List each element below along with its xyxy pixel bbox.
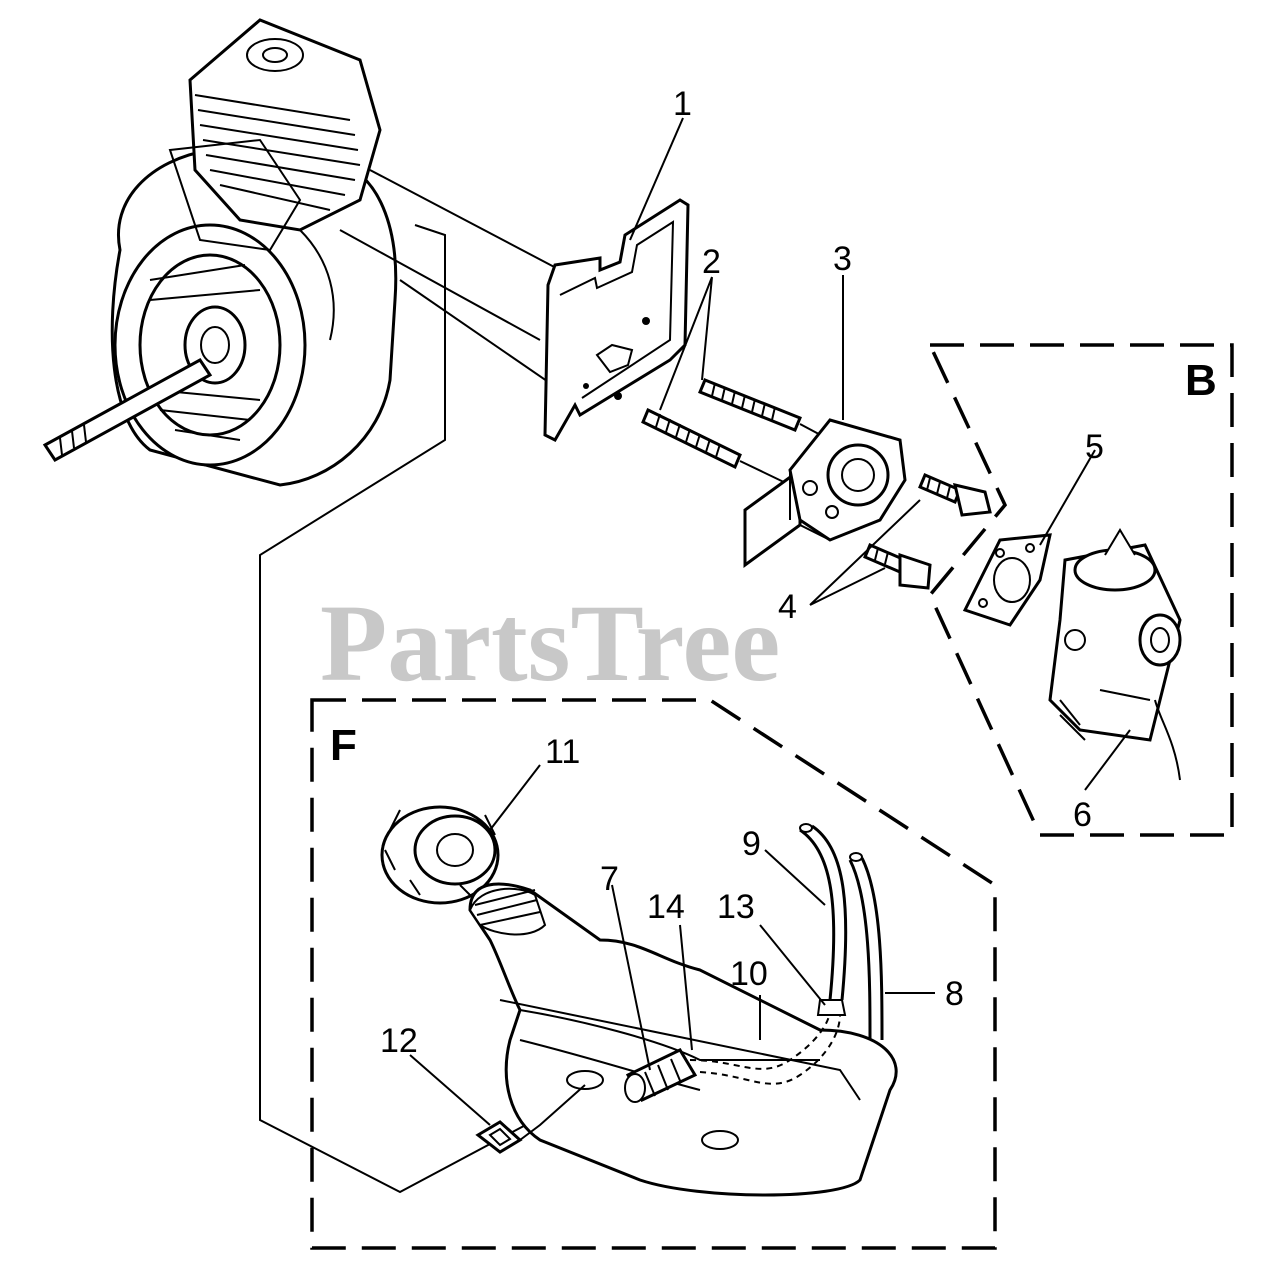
bolts-part-4[interactable] [863, 473, 992, 590]
callout-8: 8 [945, 975, 964, 1013]
callout-2: 2 [702, 243, 721, 281]
callout-5: 5 [1085, 428, 1104, 466]
callout-12: 12 [380, 1022, 418, 1060]
gasket-part-1[interactable] [543, 198, 690, 442]
insulator-part-3[interactable] [743, 418, 907, 568]
grommet-part-12[interactable] [475, 1084, 586, 1154]
engine-assembly[interactable] [42, 18, 561, 1194]
fuel-lines-parts-8-9-10-13-14[interactable] [689, 823, 884, 1085]
leader-lines [409, 117, 1131, 1126]
fuel-tank[interactable] [468, 882, 898, 1197]
callout-11: 11 [545, 733, 580, 771]
section-f-outline [310, 698, 997, 1250]
section-b-label: B [1185, 356, 1217, 405]
callout-6: 6 [1073, 796, 1092, 834]
callout-3: 3 [833, 240, 852, 278]
callout-9: 9 [742, 825, 761, 863]
callout-4: 4 [778, 588, 797, 626]
callout-7: 7 [600, 860, 619, 898]
callout-10: 10 [730, 955, 768, 993]
section-f-label: F [330, 721, 357, 770]
callout-1: 1 [673, 85, 692, 123]
carburetor-part-6[interactable] [1048, 528, 1182, 781]
studs-part-2[interactable] [641, 378, 831, 486]
carburetor-gasket-part-5[interactable] [962, 533, 1052, 627]
section-b-outline [927, 343, 1234, 837]
fuel-filter-part-7[interactable] [624, 1048, 698, 1103]
watermark: PartsTree [320, 582, 780, 704]
callout-14: 14 [647, 888, 685, 926]
callout-13: 13 [717, 888, 755, 926]
fuel-cap-part-11[interactable] [380, 805, 500, 905]
